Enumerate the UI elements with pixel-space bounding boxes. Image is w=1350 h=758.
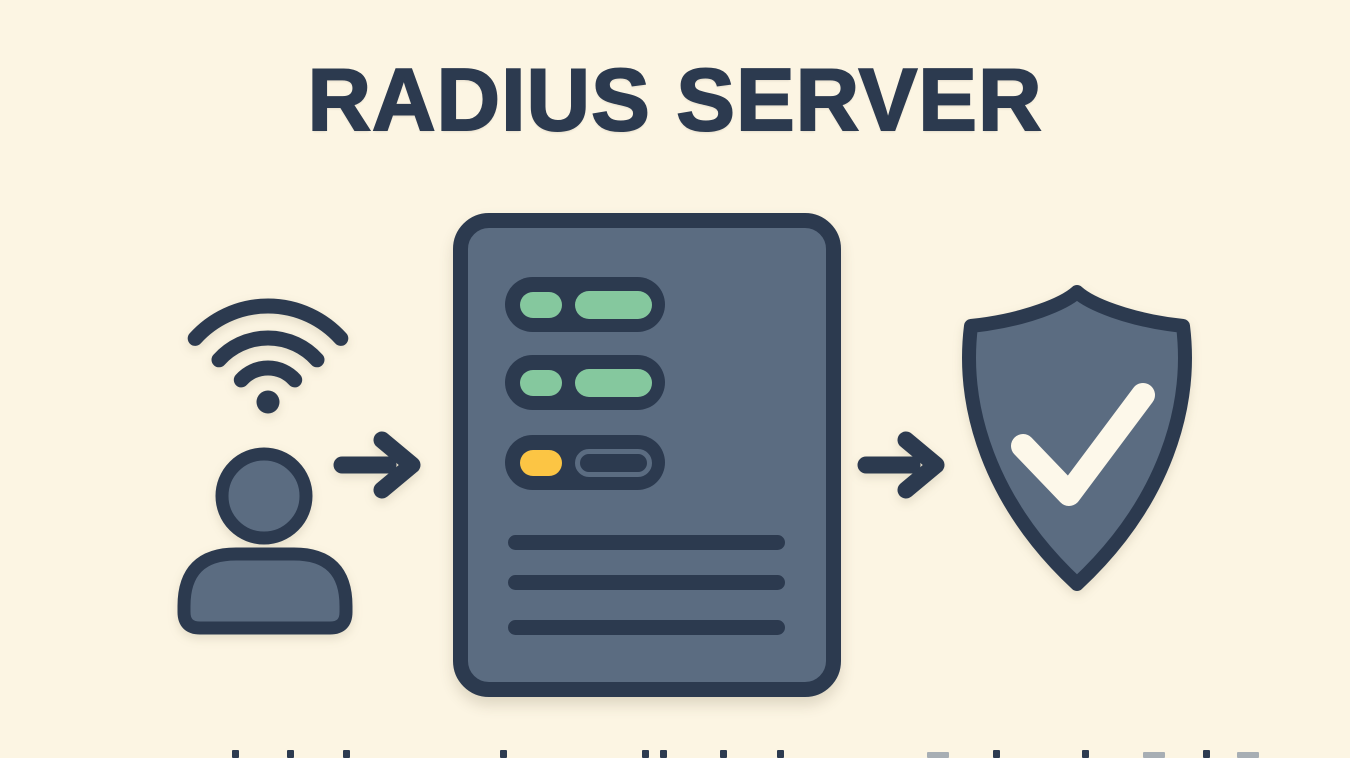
status-bar-filled <box>575 290 652 319</box>
server-status-row <box>505 277 665 332</box>
status-indicator-green <box>520 369 562 396</box>
cutoff-text-fragment <box>287 750 294 758</box>
cutoff-text-fragment <box>1082 750 1089 758</box>
status-bar-filled <box>575 368 652 397</box>
cutoff-text-fragment <box>927 752 949 758</box>
status-indicator-green <box>520 291 562 318</box>
arrow-right-icon <box>856 428 951 502</box>
cutoff-text-fragment <box>660 750 667 758</box>
cutoff-text-fragment <box>993 750 1000 758</box>
server-text-line <box>508 575 785 590</box>
status-indicator-yellow <box>520 449 562 476</box>
arrow-right-icon <box>332 428 427 502</box>
status-bar-outline <box>575 448 652 477</box>
cutoff-text-fragment <box>1143 752 1165 758</box>
cutoff-text-fragment <box>1237 752 1259 758</box>
server-text-line <box>508 620 785 635</box>
cutoff-text-fragment <box>777 750 784 758</box>
radius-server-card <box>453 213 841 697</box>
user-icon <box>172 436 362 636</box>
server-text-line <box>508 535 785 550</box>
cutoff-text-fragment <box>500 750 507 758</box>
cutoff-text-fragment <box>1203 750 1210 758</box>
page-title: RADIUS SERVER <box>306 50 1043 149</box>
wifi-icon <box>168 252 368 417</box>
shield-check-icon <box>945 283 1210 595</box>
cutoff-text-fragment <box>343 750 350 758</box>
server-status-row <box>505 355 665 410</box>
cutoff-text-fragment <box>720 750 727 758</box>
server-status-row <box>505 435 665 490</box>
cutoff-text-fragment <box>642 750 649 758</box>
cutoff-text-fragment <box>232 750 239 758</box>
